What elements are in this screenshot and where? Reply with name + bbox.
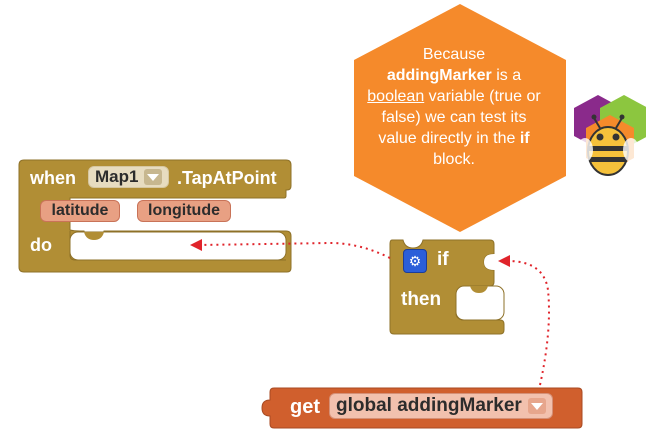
param-latitude[interactable]: latitude [40,200,120,222]
callout-line1: Because [422,46,486,63]
bee-icon [577,114,639,176]
param-label: latitude [51,202,109,219]
arrow-get-to-if [498,255,550,386]
component-dropdown[interactable]: Map1 [88,166,170,188]
gear-icon[interactable]: ⚙ [403,249,427,273]
do-label: do [30,235,52,255]
callout-underlined: boolean [367,88,425,105]
callout-after-term: is a [491,67,522,84]
callout-if: if [519,130,530,147]
variable-name: global addingMarker [336,395,522,416]
variable-dropdown[interactable]: global addingMarker [329,393,553,419]
if-socket[interactable] [484,254,500,270]
event-name: .TapAtPoint [177,168,277,188]
arrow-if-to-do [190,239,391,259]
app-inventor-logo [574,95,646,176]
callout-text: Because addingMarker is a boolean variab… [364,44,544,170]
callout-hexagon [354,4,566,232]
then-label: then [401,289,442,310]
callout-term: addingMarker [386,67,492,84]
param-label: longitude [148,202,220,219]
chevron-down-icon [527,398,546,414]
if-label: if [437,249,449,270]
callout-middle: variable (true or false) we can test its… [378,88,541,147]
get-label: get [290,396,320,418]
do-socket[interactable] [69,231,287,261]
chevron-down-icon [144,169,163,185]
param-longitude[interactable]: longitude [137,200,231,222]
callout-end: block. [433,151,475,168]
component-name: Map1 [95,167,139,186]
when-label: when [30,168,77,188]
